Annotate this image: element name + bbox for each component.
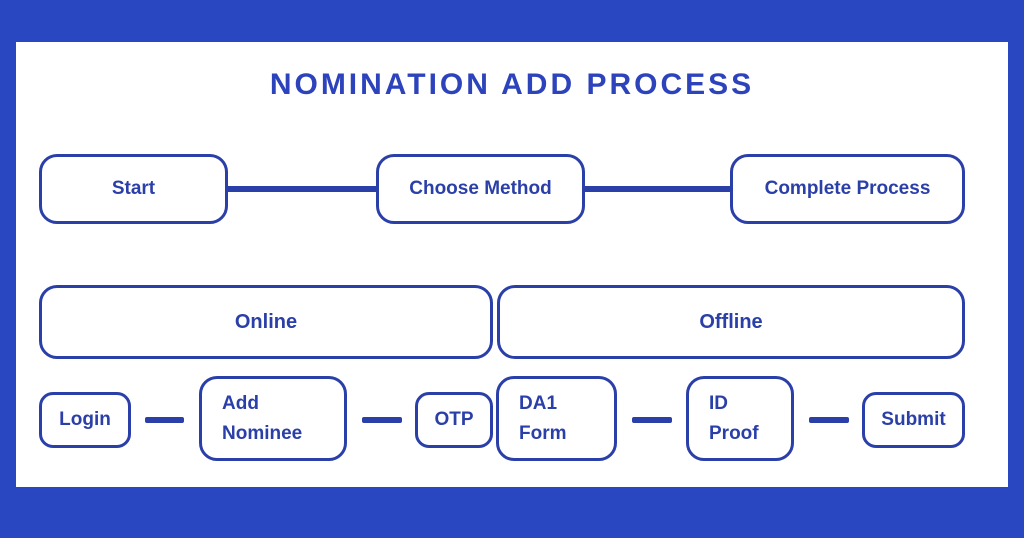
node-id-proof: ID Proof	[686, 376, 794, 461]
connector-start-choose	[228, 186, 376, 192]
node-submit: Submit	[862, 392, 965, 448]
node-offline-label: Offline	[699, 310, 763, 333]
diagram-panel: NOMINATION ADD PROCESS Start Choose Meth…	[16, 42, 1008, 487]
node-online: Online	[39, 285, 493, 359]
node-choose-method-label: Choose Method	[409, 178, 552, 199]
node-login: Login	[39, 392, 131, 448]
node-da1-form-label: DA1 Form	[519, 392, 567, 444]
node-otp-label: OTP	[434, 409, 474, 430]
node-complete-process-label: Complete Process	[764, 178, 931, 199]
node-otp: OTP	[415, 392, 493, 448]
diagram-title: NOMINATION ADD PROCESS	[269, 68, 755, 101]
node-id-proof-label: ID Proof	[709, 392, 759, 444]
node-add-nominee-label: Add Nominee	[222, 392, 303, 444]
node-online-label: Online	[234, 310, 298, 333]
connector-da1-idproof	[632, 417, 672, 423]
connector-addnominee-otp	[362, 417, 402, 423]
connector-idproof-submit	[809, 417, 849, 423]
node-start-label: Start	[111, 178, 156, 199]
node-complete-process: Complete Process	[730, 154, 965, 224]
node-submit-label: Submit	[881, 409, 946, 430]
node-start: Start	[39, 154, 228, 224]
connector-login-addnominee	[145, 417, 184, 423]
node-da1-form: DA1 Form	[496, 376, 617, 461]
connector-choose-complete	[585, 186, 730, 192]
node-add-nominee: Add Nominee	[199, 376, 347, 461]
node-choose-method: Choose Method	[376, 154, 585, 224]
node-login-label: Login	[59, 409, 111, 430]
node-offline: Offline	[497, 285, 965, 359]
